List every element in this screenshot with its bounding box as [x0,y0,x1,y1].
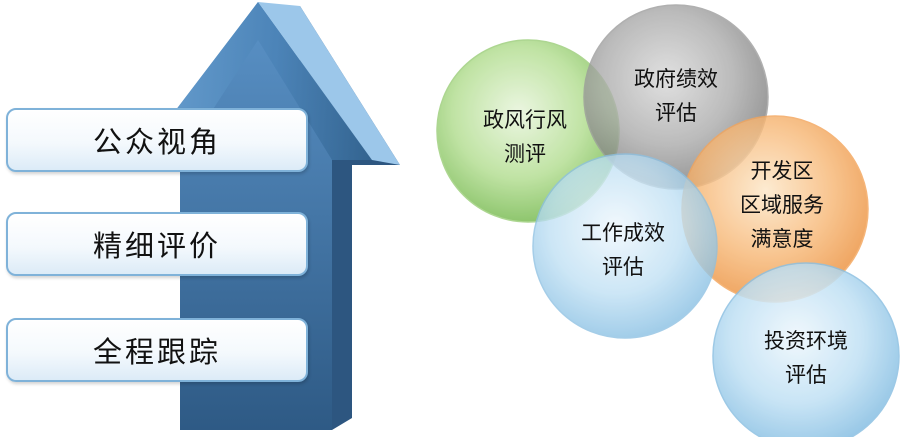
circle-label-work-effectiveness: 工作成效 评估 [581,221,665,279]
label-full-tracking: 全程跟踪 [6,318,308,382]
label-public-perspective: 公众视角 [6,108,308,172]
circle-label-investment-environment: 投资环境 评估 [764,329,848,387]
circle-label-gov-performance: 政府绩效 评估 [634,67,718,125]
label-fine-evaluation: 精细评价 [6,212,308,276]
circle-label-style-evaluation: 政风行风 测评 [483,108,567,166]
circle-blue-work [532,153,718,339]
arrow-head-ridge [258,2,400,165]
circle-blue-invest [712,262,900,437]
venn-circles [436,4,900,437]
circle-label-zone-satisfaction: 开发区 区域服务 满意度 [740,159,824,251]
